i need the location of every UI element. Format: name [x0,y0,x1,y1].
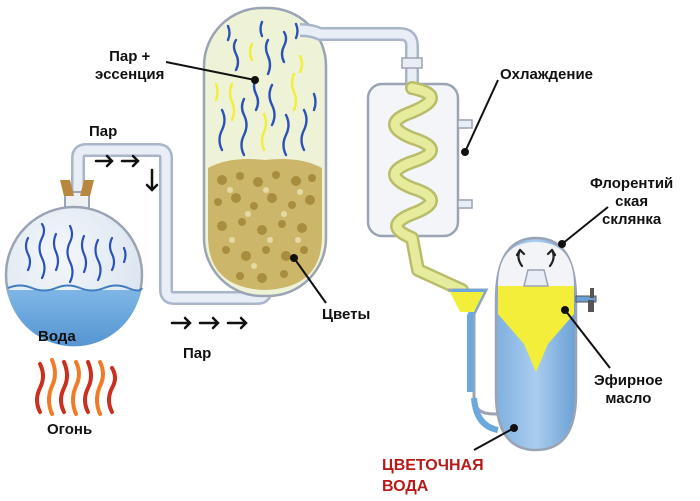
steam-wave-icon [24,222,127,284]
label-water: Вода [38,328,76,345]
vapor-pipe [299,23,423,86]
cork-icon [60,180,94,196]
label-essential-oil: Эфирное масло [594,372,663,407]
steam-wave-icon [515,248,557,268]
label-flowers: Цветы [322,306,371,323]
flowers-filling [208,159,322,290]
label-florentine-flask: Флорентий ская склянка [590,175,674,228]
tap-icon [575,288,597,312]
label-cooling: Охлаждение [500,66,594,83]
label-fire: Огонь [47,421,93,438]
arrow-right-icon [94,154,248,330]
fire-icon [35,358,117,416]
round-flask [4,180,144,347]
condenser [366,81,473,308]
arrow-down-icon [145,168,159,192]
label-steam-essence: Пар + эссенция [95,48,165,83]
label-flower-water: ЦВЕТОЧНАЯ ВОДА [382,457,484,495]
label-steam-bottom: Пар [183,345,212,362]
steam-essence-wisps [214,20,317,157]
florentine-flask [448,236,597,452]
label-steam-top: Пар [89,123,118,140]
leader-lines [165,61,611,451]
distillation-column [202,6,328,298]
